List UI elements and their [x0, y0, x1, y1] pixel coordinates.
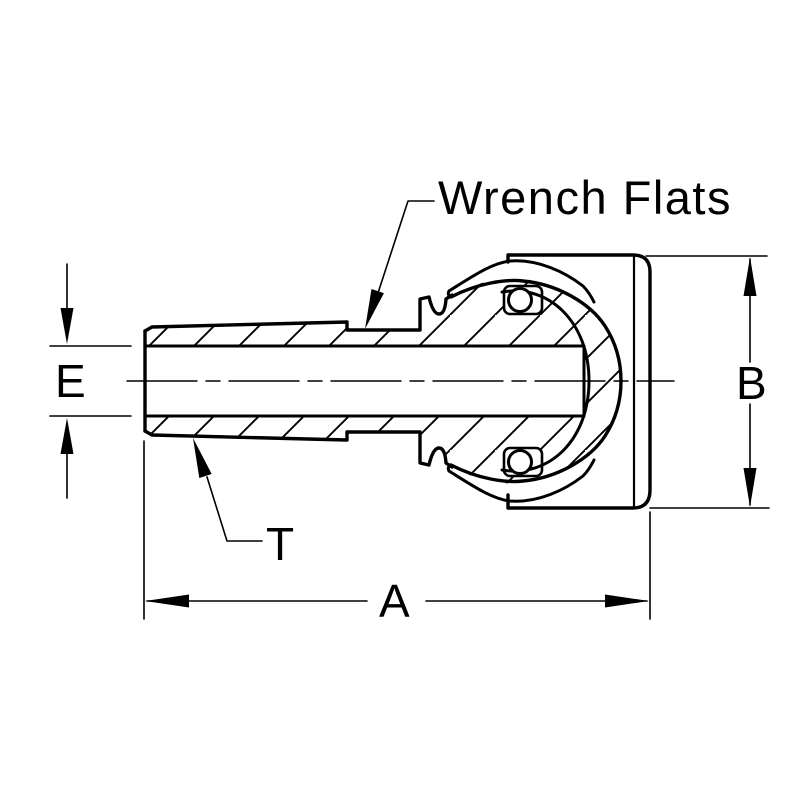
dim-e-arrowhead-top — [60, 308, 74, 344]
wrench-flats-leader-line — [377, 200, 435, 294]
dim-b-extension-lines — [645, 255, 770, 509]
dim-e-label: E — [55, 355, 86, 407]
leader-wrench-flats — [365, 200, 435, 329]
wrench-flats-arrowhead — [365, 289, 384, 329]
dim-b-arrowhead-bottom — [743, 468, 757, 507]
wrench-flats-label: Wrench Flats — [438, 171, 732, 224]
dim-e-extension-lines — [49, 345, 132, 417]
oring-top — [507, 287, 533, 313]
dim-b-label: B — [736, 357, 767, 409]
retainer-clip-top — [446, 259, 596, 304]
dim-t-leader-line — [206, 476, 263, 542]
leader-t — [193, 438, 263, 542]
dim-a-extension-lines — [143, 440, 651, 620]
dim-a-arrowhead-right — [605, 594, 649, 608]
dim-t-label: T — [266, 518, 294, 570]
dim-t-arrowhead — [193, 438, 212, 478]
dim-a-arrowhead-left — [145, 594, 189, 608]
dimension-a — [143, 440, 651, 620]
dimension-e — [49, 263, 132, 499]
fitting-outline-group — [49, 200, 770, 620]
dim-b-arrowhead-top — [743, 257, 757, 296]
dimension-b — [645, 255, 770, 509]
oring-bottom — [507, 449, 533, 475]
dim-e-arrowhead-bottom — [60, 418, 74, 454]
barb-tube-top-profile — [143, 293, 454, 333]
dim-a-label: A — [379, 575, 410, 627]
